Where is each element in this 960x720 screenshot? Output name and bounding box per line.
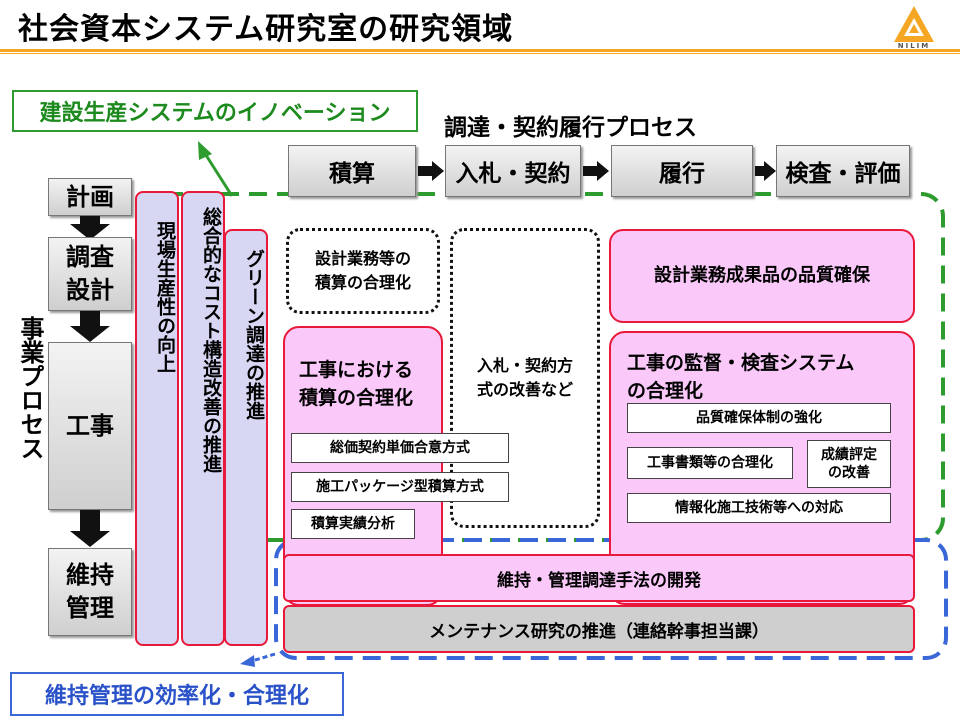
business-process-label: 事業プロセス [16,316,44,460]
process-arrow-head [764,161,776,181]
logo-text: NILIM [897,42,931,50]
lifecycle-arrow [80,510,100,532]
lifecycle-survey-design: 調査 設計 [48,237,132,311]
process-arrow [583,166,599,176]
estimate-analysis-item: 積算実績分析 [291,509,415,539]
theme-cost-structure-label: 総合的なコスト構造改善の推進 [200,207,222,473]
page-title: 社会資本システム研究室の研究領域 [18,12,514,47]
process-arrow [755,166,765,176]
theme-site-productivity-label: 現場生産性の向上 [154,221,176,373]
lifecycle-planning: 計画 [48,178,132,216]
innovation-label: 建設生産システムのイノベーション [12,90,418,132]
process-step-inspection: 検査・評価 [776,145,910,197]
construction-estimate-title: 工事における 積算の合理化 [299,359,414,409]
lifecycle-construction: 工事 [48,342,132,510]
design-estimate-box: 設計業務等の 積算の合理化 [286,228,440,314]
theme-green-procurement: グリーン調達の推進 [224,229,268,646]
lifecycle-arrow-head [70,326,110,342]
theme-cost-structure: 総合的なコスト構造改善の推進 [181,191,225,646]
lump-sum-contract-item: 総価契約単価合意方式 [291,433,509,463]
construction-package-item: 施工パッケージ型積算方式 [291,472,509,502]
lifecycle-arrow-head [70,531,110,547]
ict-construction-item: 情報化施工技術等への対応 [627,493,891,523]
process-step-execution: 履行 [611,145,753,197]
quality-assurance-item: 品質確保体制の強化 [627,403,891,433]
process-step-bidding: 入札・契約 [445,145,581,197]
theme-site-productivity: 現場生産性の向上 [135,191,179,646]
lifecycle-maintenance: 維持 管理 [48,548,132,636]
process-arrow-head [597,161,609,181]
inspection-system-title: 工事の監督・検査システム の合理化 [627,352,855,402]
nilim-logo-icon [894,6,934,42]
lifecycle-arrow-head [70,224,110,240]
process-step-estimate: 積算 [288,145,416,197]
construction-documents-item: 工事書類等の合理化 [627,447,793,479]
maintenance-procurement-bar: 維持・管理調達手法の開発 [283,554,915,602]
title-divider [0,49,960,52]
design-quality-label: 設計業務成果品の品質確保 [654,265,870,286]
performance-evaluation-item: 成績評定 の改善 [807,440,891,488]
process-arrow [418,166,434,176]
lifecycle-arrow [80,216,100,224]
theme-green-procurement-label: グリーン調達の推進 [243,249,265,420]
procurement-process-title: 調達・契約履行プロセス [444,115,697,141]
lifecycle-arrow [80,311,100,327]
maintenance-efficiency-label: 維持管理の効率化・合理化 [10,672,344,716]
process-arrow-head [432,161,444,181]
maintenance-research-bar: メンテナンス研究の推進（連絡幹事担当課） [283,605,915,653]
title-divider-thin [0,53,960,54]
design-quality-box: 設計業務成果品の品質確保 [609,229,915,323]
